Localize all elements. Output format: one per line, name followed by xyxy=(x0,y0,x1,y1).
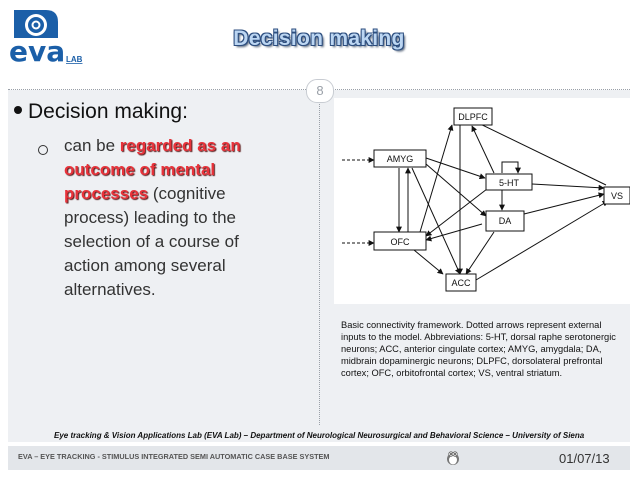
sub-line-7: alternatives. xyxy=(64,280,156,299)
node-acc-box xyxy=(445,273,477,292)
edge-ofc-dlpfc xyxy=(419,124,454,233)
diagram-caption: Basic connectivity framework. Dotted arr… xyxy=(341,320,616,378)
logo-text: eva xyxy=(9,35,65,68)
edge-amyg-da xyxy=(425,163,487,217)
node-dlpfc-box xyxy=(453,107,493,126)
node-label-dlpfc: DLPFC xyxy=(458,112,488,122)
footer-bar xyxy=(8,446,630,470)
node-label-amyg: AMYG xyxy=(387,154,414,164)
edge-ofc-acc xyxy=(413,249,444,275)
edge-ht-vs xyxy=(531,183,605,191)
page-number: 8 xyxy=(306,79,334,103)
edge-da-ofc xyxy=(425,223,483,242)
sub-prefix: can be xyxy=(64,136,120,155)
highlight-2: outcome of mental xyxy=(64,160,216,179)
node-vs-box xyxy=(603,186,630,205)
bullet-dot xyxy=(14,106,22,115)
edge-ht-ofc xyxy=(425,188,488,237)
sub-bullet-ring xyxy=(38,145,48,155)
footer-date: 01/07/13 xyxy=(559,451,610,466)
sub-line-5: selection of a course of xyxy=(64,232,239,251)
node-label-acc: ACC xyxy=(451,278,471,288)
sub-line-4: process) leading to the xyxy=(64,208,236,227)
node-label-vs: VS xyxy=(611,191,623,201)
node-amyg-box xyxy=(373,149,427,168)
node-da-box xyxy=(485,210,525,232)
connectivity-diagram: DLPFC AMYG 5-HT VS DA OFC ACC xyxy=(334,98,630,304)
edge-da-vs xyxy=(523,192,605,215)
mascot-icon xyxy=(447,451,459,465)
node-label-ofc: OFC xyxy=(391,237,410,247)
node-ht-box xyxy=(485,173,533,191)
sub-line-6: action among several xyxy=(64,256,226,275)
column-divider xyxy=(319,90,320,425)
node-ofc-box xyxy=(373,231,427,251)
edge-acc-vs xyxy=(475,200,609,281)
sub-bullet-text: can be regarded as an outcome of mental … xyxy=(64,134,314,302)
footer-credit: Eye tracking & Vision Applications Lab (… xyxy=(54,431,585,440)
node-label-da: DA xyxy=(499,216,512,226)
footer-system-name: EVA – EYE TRACKING - STIMULUS INTEGRATED… xyxy=(18,452,330,461)
highlight-3: processes xyxy=(64,184,149,203)
edge-amyg-ht xyxy=(425,157,486,180)
main-bullet: Decision making: xyxy=(14,100,188,124)
edge-da-acc xyxy=(465,231,495,275)
edge-vs-dlpfc xyxy=(471,119,607,186)
logo-sub-text: LAB xyxy=(66,55,83,64)
eva-lab-logo: eva LAB xyxy=(9,10,83,68)
edge-amyg-acc xyxy=(411,167,461,275)
node-label-ht: 5-HT xyxy=(499,178,520,188)
edge-ht-dlpfc xyxy=(471,125,495,174)
sub-line-3-rest: (cognitive xyxy=(148,184,226,203)
edge-ht-self xyxy=(501,161,521,174)
main-bullet-text: Decision making: xyxy=(28,100,188,123)
slide-title: Decision making xyxy=(233,27,405,50)
highlight-1: regarded as an xyxy=(119,136,241,155)
